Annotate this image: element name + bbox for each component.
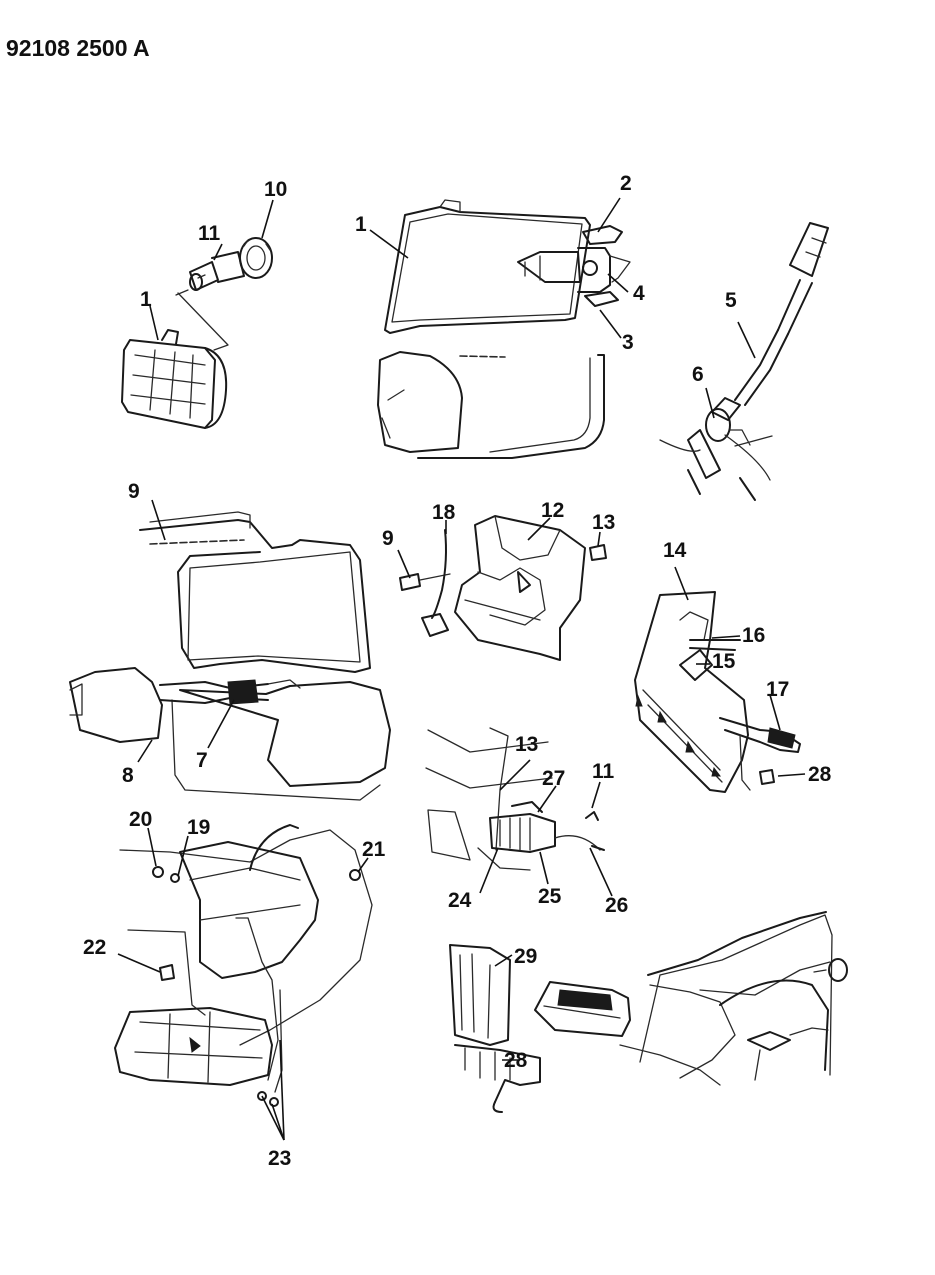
callout-19-bracket: 19 [187, 816, 210, 839]
callout-6-adjuster: 6 [692, 363, 704, 386]
callout-3-clip: 3 [622, 331, 634, 354]
bulb-socket-illustration [175, 251, 245, 296]
callout-16-socket: 16 [742, 624, 765, 647]
corner-lamp-panel-illustration [634, 591, 749, 793]
fog-lamp-wire [177, 292, 229, 351]
bumper-fog-lamp-illustration [425, 727, 605, 871]
callout-26-wiring: 26 [605, 894, 628, 917]
fog-lamp-illustration [121, 329, 228, 429]
callout-11-screw: 11 [592, 760, 615, 783]
headlamp-frame-illustration [384, 199, 591, 334]
callout-27-fog-lamp: 27 [542, 767, 565, 790]
front-fender-illustration [619, 911, 848, 1086]
adjuster-wire-illustration [421, 529, 449, 637]
lamp-bracket-illustration [449, 944, 541, 1113]
callout-28-clip: 28 [504, 1049, 528, 1072]
document-number: 92108 2500 A [6, 35, 150, 61]
callout-22-nut: 22 [83, 936, 106, 959]
mounting-bracket-illustration [454, 515, 586, 661]
retaining-ring-illustration [239, 237, 273, 279]
callout-12-mounting-bracket: 12 [541, 499, 564, 522]
callout-4-bulb: 4 [633, 282, 645, 305]
fasteners-illustration [152, 866, 361, 1107]
callout-23-fasteners: 23 [268, 1147, 291, 1170]
headlamp-bulb-illustration [517, 225, 631, 307]
callout-20-screw: 20 [129, 808, 152, 831]
callout-18-adjuster: 18 [432, 501, 456, 524]
callout-24-bracket: 24 [448, 889, 472, 912]
aim-adjuster-illustration [659, 408, 773, 501]
side-marker-lamp-illustration [114, 1007, 273, 1086]
callout-14-corner-panel: 14 [663, 539, 687, 562]
callout-7-harness-connector: 7 [196, 749, 208, 772]
callout-21-nut: 21 [362, 838, 386, 861]
clip-nut-illustration [589, 544, 607, 561]
connector-pigtail-illustration [711, 222, 829, 421]
callout-8-harness: 8 [122, 764, 134, 787]
callout-28-clip: 28 [808, 763, 832, 786]
callout-13-clip-nut: 13 [592, 511, 615, 534]
headlamp-harness-illustration [69, 667, 301, 743]
callout-17-harness: 17 [766, 678, 789, 701]
callout-29-bracket: 29 [514, 945, 537, 968]
callout-1-headlamp: 1 [355, 213, 367, 236]
headlamp-outline-illustration [377, 351, 605, 459]
callout-5-connector: 5 [725, 289, 737, 312]
callout-25-lamp-housing: 25 [538, 885, 562, 908]
callout-2-bracket: 2 [620, 172, 632, 195]
corner-lamp-wiring-illustration [689, 639, 801, 791]
callout-13-clip-nut: 13 [515, 733, 538, 756]
headlamp-housing-illustration [139, 511, 391, 801]
callout-9-housing-screw: 9 [128, 480, 140, 503]
fender-corner-illustration [119, 824, 373, 1093]
callout-1-fog-lamp: 1 [140, 288, 152, 311]
callout-10-retaining-ring: 10 [264, 178, 287, 201]
side-marker-lamp-right-illustration [534, 981, 631, 1037]
callout-9-adjuster-screw: 9 [382, 527, 394, 550]
callout-15-bulb: 15 [712, 650, 736, 673]
callout-11-bulb-socket: 11 [198, 222, 221, 245]
